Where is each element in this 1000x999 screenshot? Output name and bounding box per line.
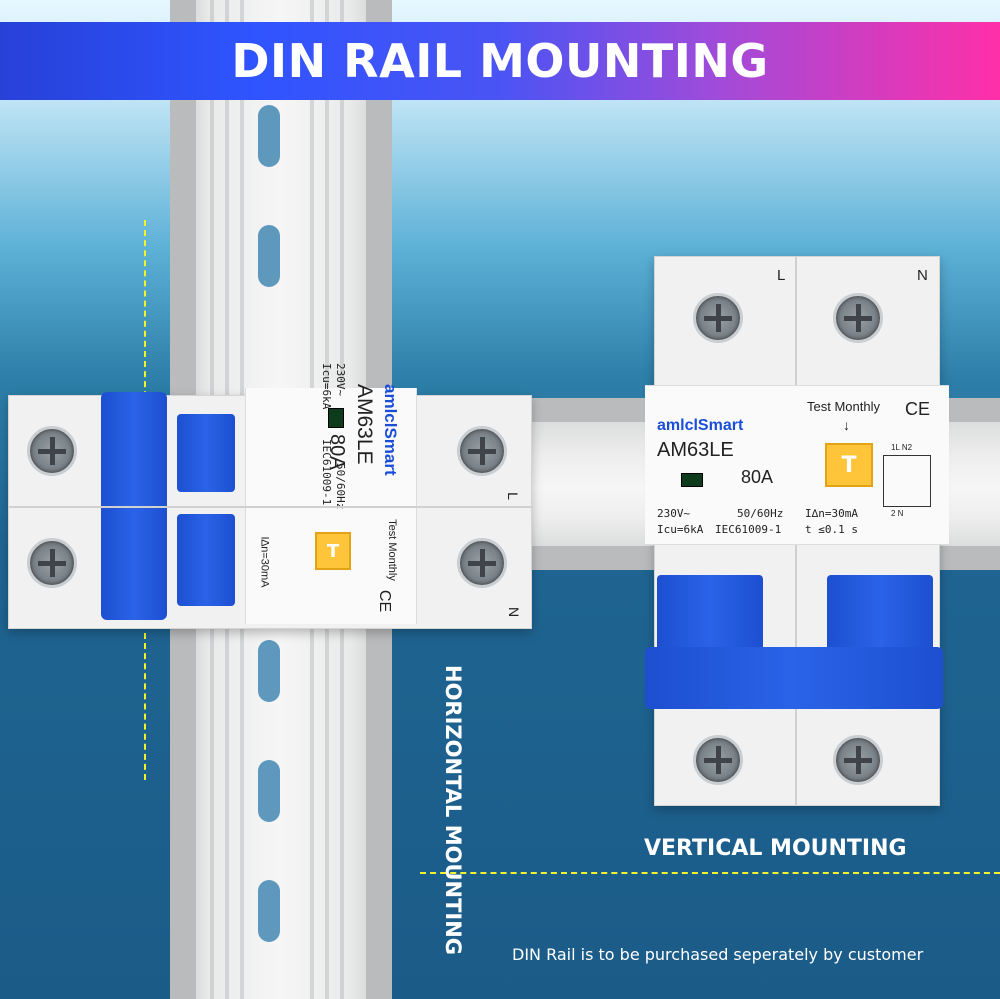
standard-label: IEC61009-1 [320,439,333,506]
test-arrow-icon: ↓ [843,417,850,433]
icu-label: Icu=6kA [320,363,333,410]
frequency-label: 50/60Hz [737,507,784,520]
model-label: AM63LE [657,439,734,461]
terminal-l-label: L [504,492,521,500]
rating-label: 80A [741,467,774,487]
terminal-l-label: L [777,267,786,284]
icu-label: Icu=6kA [657,523,704,536]
status-indicator [681,473,703,487]
toggle-lever-left [657,575,763,655]
standard-label: IEC61009-1 [715,523,782,536]
banner-title: DIN RAIL MOUNTING [231,34,769,88]
footnote: DIN Rail is to be purchased seperately b… [512,945,924,964]
terminal-n-label: N [917,267,928,284]
terminal-screw-icon [833,735,883,785]
label-panel [645,385,949,545]
breaker-vertical: L N amlclSmart AM63LE 80A 230V~ 50/60Hz … [645,256,949,806]
test-button[interactable]: T [315,532,351,570]
terminal-n-label: N [506,606,523,618]
status-indicator [328,408,344,428]
circuit-diagram-icon [883,455,931,507]
terminal-screw-icon [27,426,77,476]
test-monthly-label: Test Monthly [385,519,398,581]
brand-logo: amlclSmart [657,417,744,434]
terminal-screw-icon [457,538,507,588]
title-banner: DIN RAIL MOUNTING [0,22,1000,100]
terminal-screw-icon [833,293,883,343]
horizontal-mounting-label-wrap: HORIZONTAL MOUNTING [435,665,465,985]
vertical-mounting-label: VERTICAL MOUNTING [644,836,907,861]
frequency-label: 50/60Hz [334,463,347,510]
breaker-horizontal: amlclSmart AM63LE 80A 230V~ 50/60Hz Icu=… [8,363,532,629]
brand-logo: amlclSmart [381,384,400,476]
divider [9,506,531,508]
voltage-label: 230V~ [334,363,347,397]
trip-time-label: t ≤0.1 s [805,523,858,536]
toggle-lever-right [827,575,933,655]
terminal-screw-icon [27,538,77,588]
residual-current-label: I∆n=30mA [258,536,271,588]
residual-current-label: I∆n=30mA [805,507,858,520]
model-label: AM63LE [353,384,376,465]
horizontal-guide-line [420,872,1000,874]
toggle-handle[interactable] [645,647,943,709]
test-button[interactable]: T [825,443,873,487]
terminal-screw-icon [693,293,743,343]
terminal-screw-icon [457,426,507,476]
toggle-lever-bottom [177,514,235,606]
horizontal-mounting-label: HORIZONTAL MOUNTING [441,665,465,956]
diagram-top-label: 1L N2 [891,443,913,452]
test-monthly-label: Test Monthly [807,399,880,414]
diagram-bottom-label: 2 N [891,509,904,518]
terminal-screw-icon [693,735,743,785]
ce-mark: CE [376,589,394,613]
ce-mark: CE [905,399,931,419]
toggle-lever-top [177,414,235,492]
voltage-label: 230V~ [657,507,691,520]
